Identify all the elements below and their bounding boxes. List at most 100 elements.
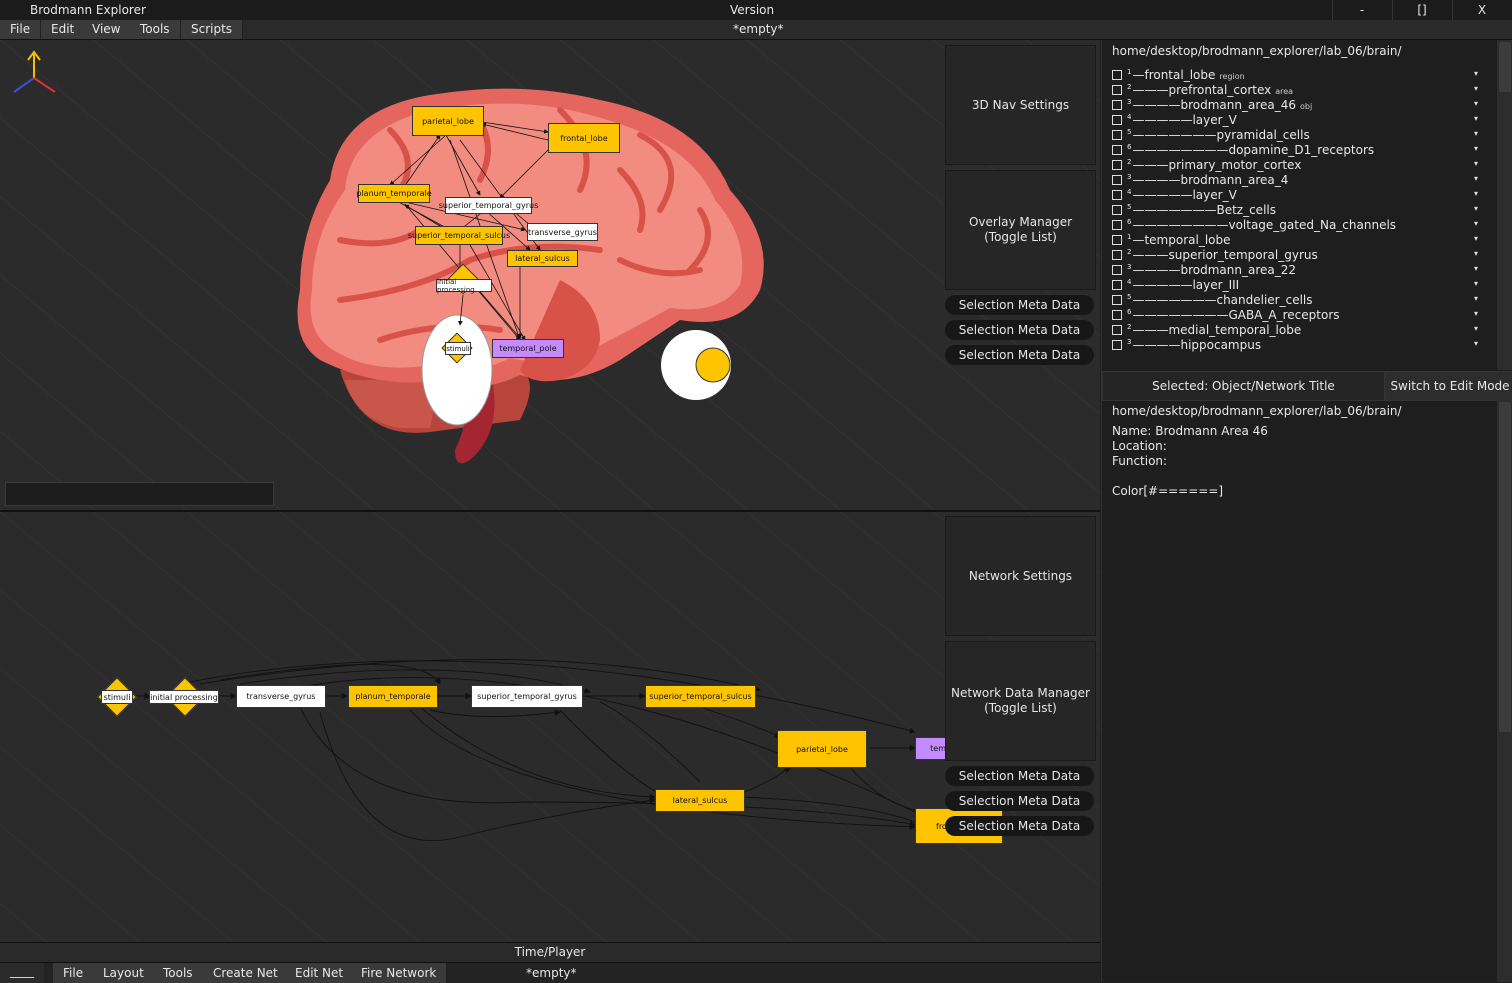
checkbox-icon[interactable] <box>1112 325 1122 335</box>
net-node-superior-temporal-gyrus[interactable]: superior_temporal_gyrus <box>471 685 583 708</box>
checkbox-icon[interactable] <box>1112 175 1122 185</box>
chevron-down-icon[interactable]: ▾ <box>1474 339 1479 348</box>
net-selection-meta-data-button-2[interactable]: Selection Meta Data <box>945 791 1094 811</box>
toolbar-handle[interactable]: ____ <box>0 963 45 983</box>
selection-meta-data-button-1[interactable]: Selection Meta Data <box>945 295 1094 315</box>
chevron-down-icon[interactable]: ▾ <box>1474 204 1479 213</box>
node-superior-temporal-sulcus[interactable]: superior_temporal_sulcus <box>408 226 510 245</box>
minimize-button[interactable]: - <box>1332 0 1391 20</box>
details-scrollbar[interactable] <box>1497 400 1512 982</box>
tree-item[interactable]: 4—————layer_V <box>1112 185 1237 203</box>
checkbox-icon[interactable] <box>1112 85 1122 95</box>
tree-item[interactable]: 4—————layer_V <box>1112 110 1237 128</box>
net-selection-meta-data-button-3[interactable]: Selection Meta Data <box>945 816 1094 836</box>
chevron-down-icon[interactable]: ▾ <box>1474 219 1479 228</box>
tree-scroll-thumb[interactable] <box>1499 42 1511 92</box>
tree-item[interactable]: 2———superior_temporal_gyrus <box>1112 245 1318 263</box>
overlay-manager-button[interactable]: Overlay Manager (Toggle List) <box>945 170 1096 290</box>
time-player-bar[interactable]: Time/Player <box>0 942 1100 962</box>
node-temporal-pole[interactable]: temporal_pole <box>492 339 564 358</box>
chevron-down-icon[interactable]: ▾ <box>1474 294 1479 303</box>
3d-nav-settings-button[interactable]: 3D Nav Settings <box>945 45 1096 165</box>
chevron-down-icon[interactable]: ▾ <box>1474 84 1479 93</box>
selection-color[interactable]: Color[#======] <box>1112 484 1224 498</box>
chevron-down-icon[interactable]: ▾ <box>1474 309 1479 318</box>
toolbar-edit-net[interactable]: Edit Net <box>285 963 355 983</box>
tree-item[interactable]: 3————hippocampus <box>1112 335 1261 353</box>
cerebellum-marker[interactable] <box>421 314 493 426</box>
node-lateral-sulcus[interactable]: lateral_sulcus <box>507 250 578 267</box>
viewport-status-field[interactable] <box>5 482 274 506</box>
chevron-down-icon[interactable]: ▾ <box>1474 159 1479 168</box>
tree-item[interactable]: 1—temporal_lobe <box>1112 230 1231 248</box>
checkbox-icon[interactable] <box>1112 310 1122 320</box>
node-parietal-lobe[interactable]: parietal_lobe <box>412 106 484 136</box>
checkbox-icon[interactable] <box>1112 205 1122 215</box>
node-stimuli[interactable]: stimuli <box>445 342 471 355</box>
checkbox-icon[interactable] <box>1112 250 1122 260</box>
selection-meta-data-button-2[interactable]: Selection Meta Data <box>945 320 1094 340</box>
checkbox-icon[interactable] <box>1112 115 1122 125</box>
checkbox-icon[interactable] <box>1112 145 1122 155</box>
tree-item[interactable]: 2———medial_temporal_lobe <box>1112 320 1301 338</box>
menu-tools[interactable]: Tools <box>130 20 181 39</box>
network-settings-button[interactable]: Network Settings <box>945 516 1096 636</box>
net-node-temporal-pole[interactable]: tem <box>915 737 947 760</box>
toolbar-create-net[interactable]: Create Net <box>203 963 289 983</box>
chevron-down-icon[interactable]: ▾ <box>1474 279 1479 288</box>
tree-item[interactable]: 2———primary_motor_cortex <box>1112 155 1301 173</box>
tree-item[interactable]: 6————————dopamine_D1_receptors <box>1112 140 1374 158</box>
checkbox-icon[interactable] <box>1112 235 1122 245</box>
net-node-superior-temporal-sulcus[interactable]: superior_temporal_sulcus <box>645 685 756 708</box>
node-planum-temporale[interactable]: planum_temporale <box>356 184 432 203</box>
tree-item[interactable]: 4—————layer_III <box>1112 275 1239 293</box>
checkbox-icon[interactable] <box>1112 190 1122 200</box>
net-node-parietal-lobe[interactable]: parietal_lobe <box>777 730 867 768</box>
checkbox-icon[interactable] <box>1112 280 1122 290</box>
toolbar-fire-network[interactable]: Fire Network <box>351 963 448 983</box>
tree-item[interactable]: 5———————pyramidal_cells <box>1112 125 1310 143</box>
switch-edit-mode-button[interactable]: Switch to Edit Mode <box>1385 371 1512 401</box>
toolbar-layout[interactable]: Layout <box>93 963 155 983</box>
chevron-down-icon[interactable]: ▾ <box>1474 249 1479 258</box>
tree-item[interactable]: 3————brodmann_area_22 <box>1112 260 1296 278</box>
chevron-down-icon[interactable]: ▾ <box>1474 114 1479 123</box>
selection-meta-data-button-3[interactable]: Selection Meta Data <box>945 345 1094 365</box>
checkbox-icon[interactable] <box>1112 295 1122 305</box>
tree-item[interactable]: 6————————voltage_gated_Na_channels <box>1112 215 1396 233</box>
checkbox-icon[interactable] <box>1112 340 1122 350</box>
checkbox-icon[interactable] <box>1112 130 1122 140</box>
net-node-transverse-gyrus[interactable]: transverse_gyrus <box>236 685 326 708</box>
chevron-down-icon[interactable]: ▾ <box>1474 99 1479 108</box>
chevron-down-icon[interactable]: ▾ <box>1474 324 1479 333</box>
net-node-lateral-sulcus[interactable]: lateral_sulcus <box>655 789 745 812</box>
brain-3d-viewport[interactable]: parietal_lobe frontal_lobe planum_tempor… <box>0 40 1100 510</box>
chevron-down-icon[interactable]: ▾ <box>1474 69 1479 78</box>
net-node-initial-processing[interactable]: initial processing <box>149 690 219 704</box>
brain-scene[interactable] <box>0 40 1100 510</box>
panel-divider[interactable] <box>0 510 1100 512</box>
node-superior-temporal-gyrus[interactable]: superior_temporal_gyrus <box>439 197 538 214</box>
checkbox-icon[interactable] <box>1112 160 1122 170</box>
checkbox-icon[interactable] <box>1112 220 1122 230</box>
node-transverse-gyrus[interactable]: transverse_gyrus <box>527 223 598 241</box>
net-node-stimuli[interactable]: stimuli <box>101 690 133 704</box>
toolbar-file[interactable]: File <box>53 963 95 983</box>
tree-item[interactable]: 5———————chandelier_cells <box>1112 290 1313 308</box>
menu-scripts[interactable]: Scripts <box>181 20 244 39</box>
net-selection-meta-data-button-1[interactable]: Selection Meta Data <box>945 766 1094 786</box>
chevron-down-icon[interactable]: ▾ <box>1474 129 1479 138</box>
net-node-planum-temporale[interactable]: planum_temporale <box>348 685 438 708</box>
chevron-down-icon[interactable]: ▾ <box>1474 144 1479 153</box>
chevron-down-icon[interactable]: ▾ <box>1474 174 1479 183</box>
chevron-down-icon[interactable]: ▾ <box>1474 264 1479 273</box>
maximize-button[interactable]: [] <box>1392 0 1451 20</box>
chevron-down-icon[interactable]: ▾ <box>1474 189 1479 198</box>
tree-item[interactable]: 5———————Betz_cells <box>1112 200 1276 218</box>
node-frontal-lobe[interactable]: frontal_lobe <box>548 123 620 153</box>
node-initial-processing[interactable]: initial processing <box>436 278 492 294</box>
menu-file[interactable]: File <box>0 20 42 39</box>
